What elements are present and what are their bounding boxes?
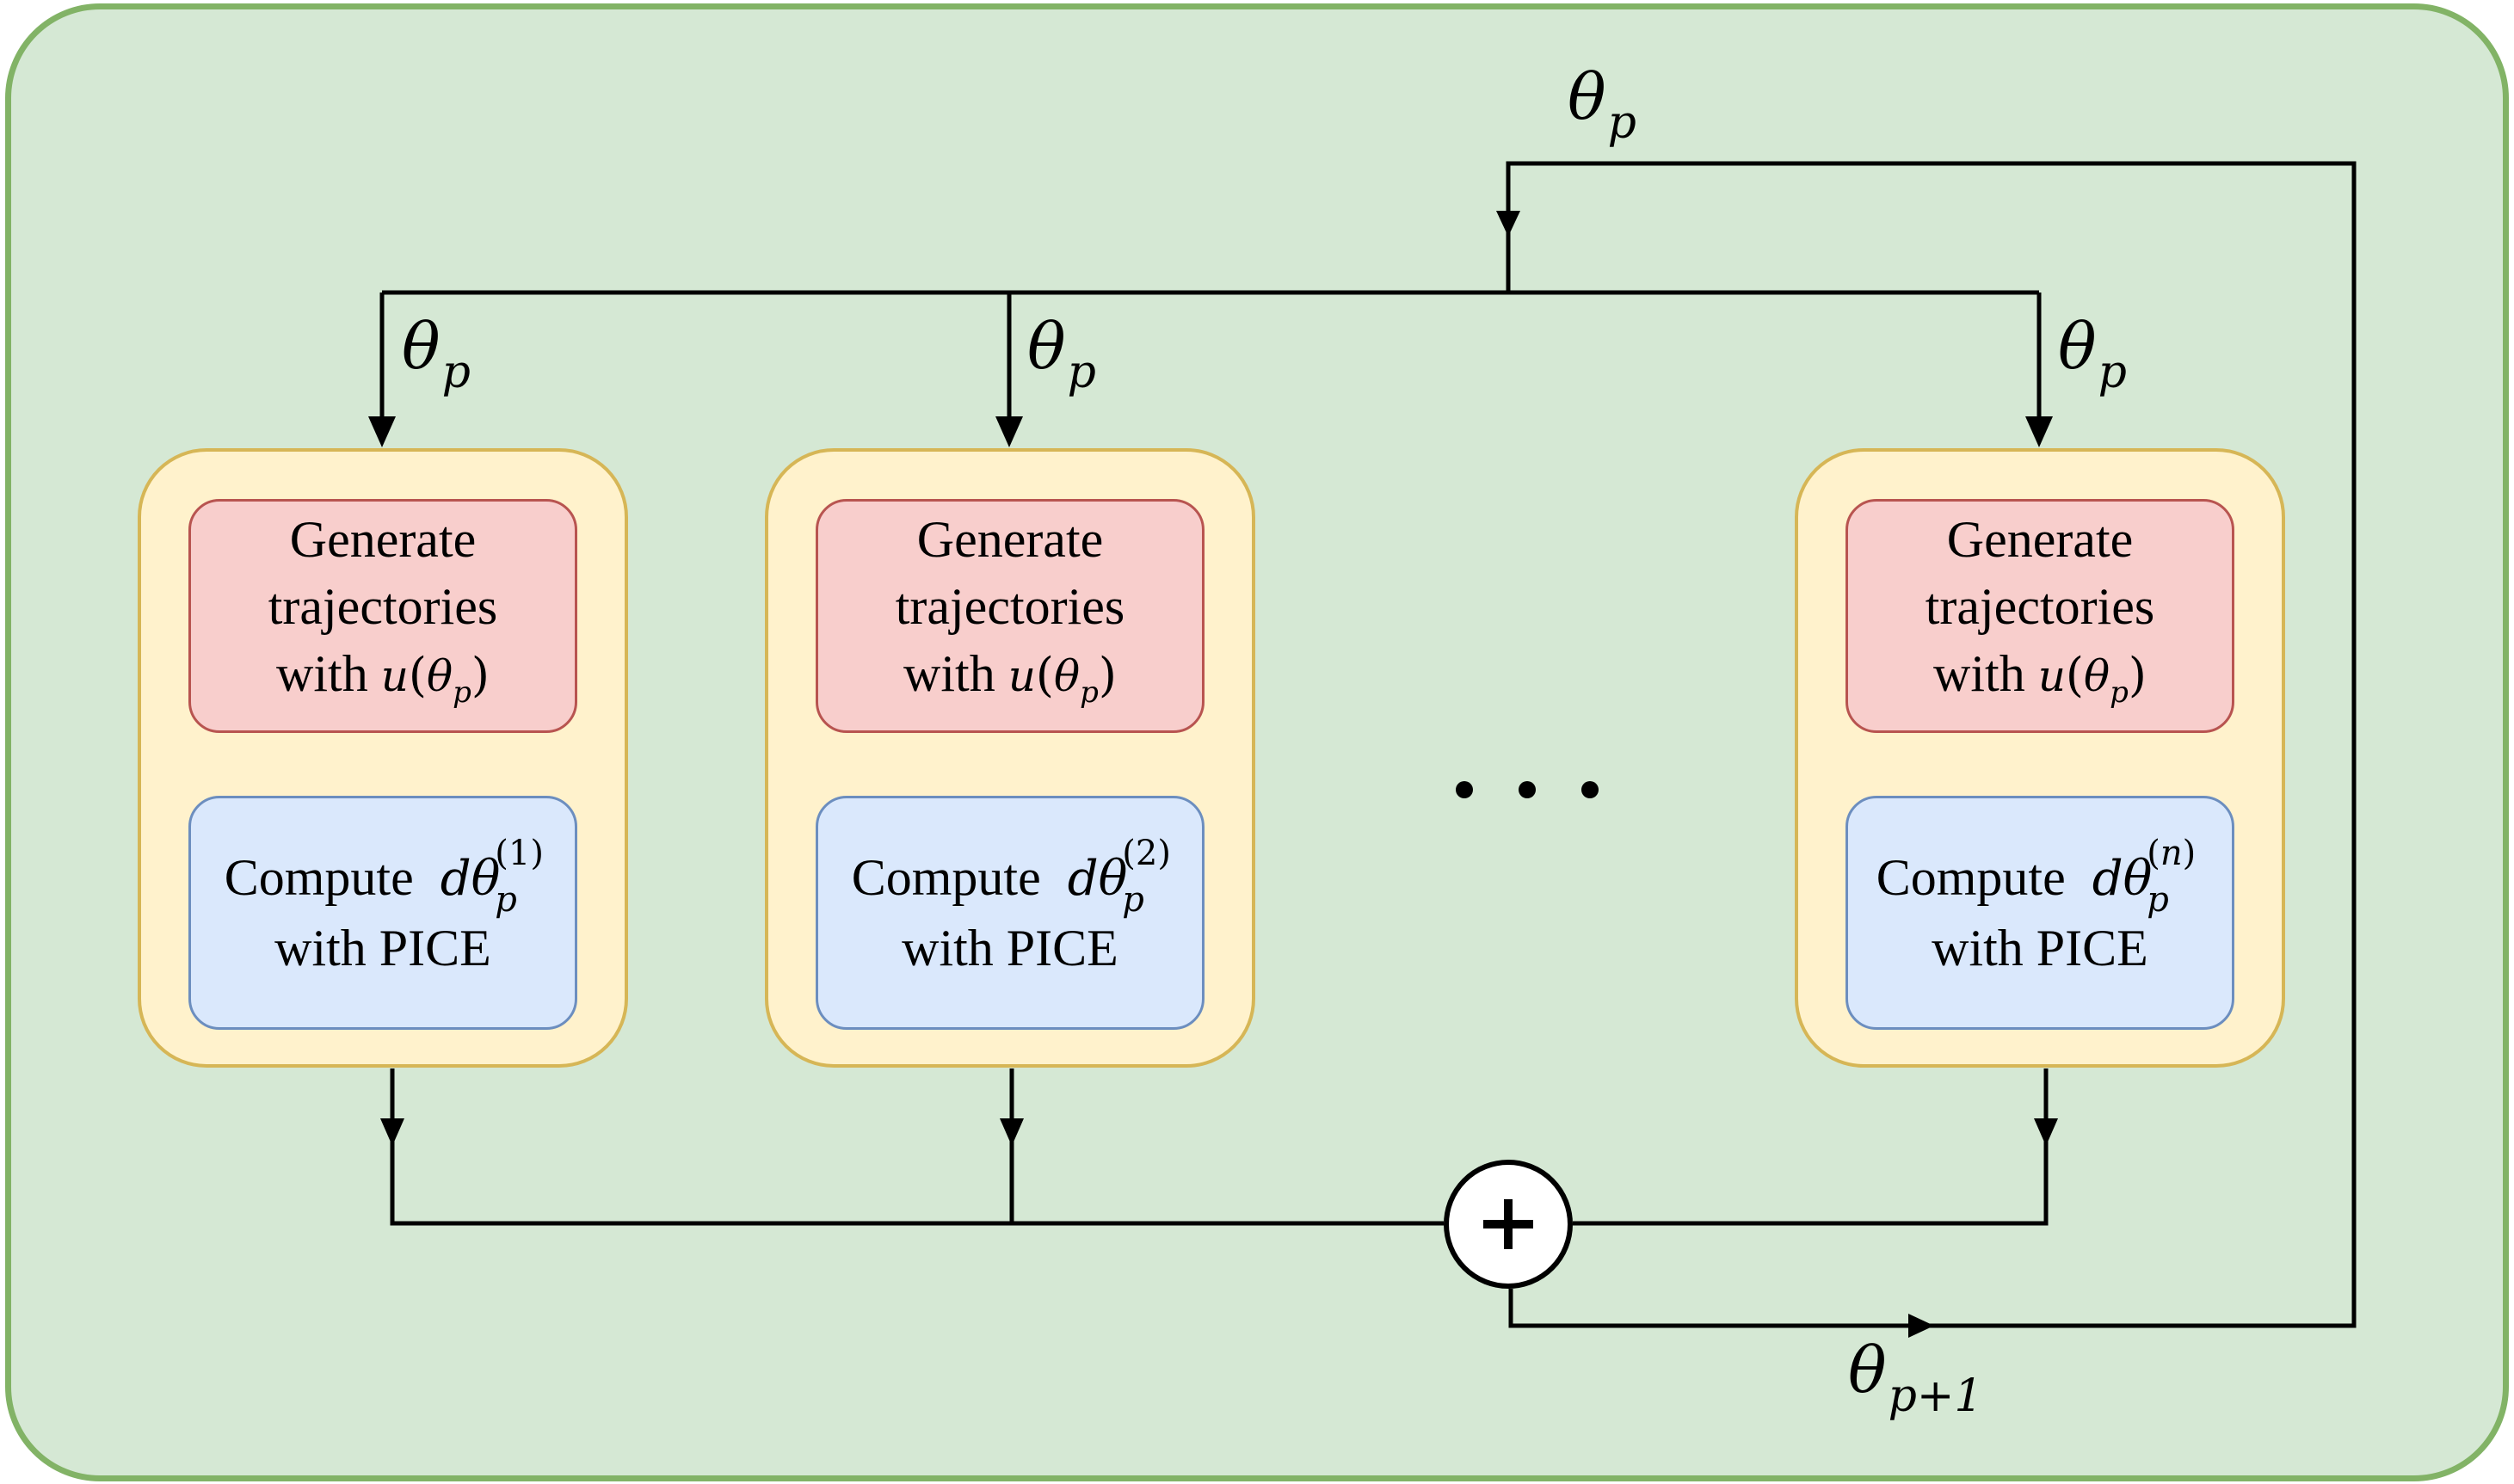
- control-func-symbol: u: [1007, 651, 1036, 701]
- control-arg-symbol: θ: [427, 651, 453, 701]
- branch-input-symbol: θ: [1027, 310, 1066, 384]
- control-func-symbol: u: [2037, 651, 2066, 701]
- output-subscript: p+1: [1888, 1370, 1983, 1422]
- generate-line1: Generate: [1946, 511, 2134, 568]
- branch-input-label-1: θp: [402, 310, 471, 398]
- sum-node: [1444, 1160, 1573, 1289]
- dtheta-superscript: (n): [2147, 834, 2197, 873]
- branch-input-subscript: p: [2098, 347, 2127, 398]
- collect-arrowhead-2: [1000, 1118, 1024, 1146]
- generate-line3: with u(θp): [903, 645, 1117, 710]
- control-arg-subscript: p: [453, 675, 471, 710]
- compute-line2: with PICE: [902, 920, 1118, 976]
- generate-with-text: with: [1933, 645, 2025, 702]
- dtheta-subscript: p: [2147, 880, 2169, 920]
- compute-text: Compute: [224, 849, 414, 906]
- collect-wire-1: [390, 1068, 1444, 1226]
- dtheta-superscript: (1): [495, 834, 544, 873]
- generate-line2: trajectories: [895, 578, 1125, 635]
- generate-line3: with u(θp): [1933, 645, 2147, 710]
- top-input-subscript: p: [1607, 97, 1636, 149]
- generate-line2: trajectories: [268, 578, 498, 635]
- top-input-arrowhead: [1496, 211, 1520, 237]
- plus-icon: [1483, 1199, 1533, 1249]
- compute-line2: with PICE: [274, 920, 491, 976]
- drop-arrowhead-2: [995, 416, 1023, 447]
- generate-with-text: with: [276, 645, 368, 702]
- drop-arrowhead-1: [368, 416, 396, 447]
- generate-line1: Generate: [916, 511, 1104, 568]
- branch-input-label-3: θp: [2058, 310, 2127, 398]
- control-arg-subscript: p: [2110, 675, 2129, 710]
- ellipsis-dot-3: [1581, 781, 1599, 798]
- feedback-wire: [1506, 161, 2357, 1328]
- generate-line3: with u(θp): [276, 645, 490, 710]
- generate-line2: trajectories: [1925, 578, 2155, 635]
- collect-arrowhead-3: [2034, 1118, 2058, 1146]
- control-arg-symbol: θ: [1054, 651, 1081, 701]
- output-label: θp+1: [1848, 1333, 1983, 1422]
- generate-with-text: with: [903, 645, 995, 702]
- compute-text: Compute: [1876, 849, 2066, 906]
- top-input-symbol: θ: [1568, 60, 1606, 134]
- dtheta-superscript: (2): [1122, 834, 1171, 873]
- drop-arrowhead-3: [2025, 416, 2053, 447]
- branch-input-label-2: θp: [1027, 310, 1096, 398]
- collect-wire-3: [1573, 1068, 2049, 1226]
- ellipsis-dot-1: [1456, 781, 1473, 798]
- output-arrowhead: [1908, 1314, 1934, 1338]
- compute-text: Compute: [851, 849, 1041, 906]
- branch-input-symbol: θ: [402, 310, 441, 384]
- branch-input-subscript: p: [1067, 347, 1096, 398]
- generate-line1: Generate: [289, 511, 477, 568]
- control-func-symbol: u: [380, 651, 409, 701]
- branch-input-subscript: p: [441, 347, 471, 398]
- branch-input-symbol: θ: [2058, 310, 2097, 384]
- generate-box-1: Generate trajectories with u(θp): [188, 499, 577, 733]
- top-input-label: θp: [1568, 60, 1636, 149]
- generate-box-2: Generate trajectories with u(θp): [816, 499, 1205, 733]
- control-arg-subscript: p: [1080, 675, 1099, 710]
- ellipsis-dot-2: [1519, 781, 1536, 798]
- collect-arrowhead-1: [380, 1118, 404, 1146]
- generate-box-n: Generate trajectories with u(θp): [1845, 499, 2234, 733]
- control-arg-symbol: θ: [2084, 651, 2110, 701]
- dtheta-subscript: p: [495, 880, 517, 920]
- dtheta-subscript: p: [1122, 880, 1144, 920]
- output-symbol: θ: [1848, 1333, 1887, 1407]
- compute-line2: with PICE: [1932, 920, 2148, 976]
